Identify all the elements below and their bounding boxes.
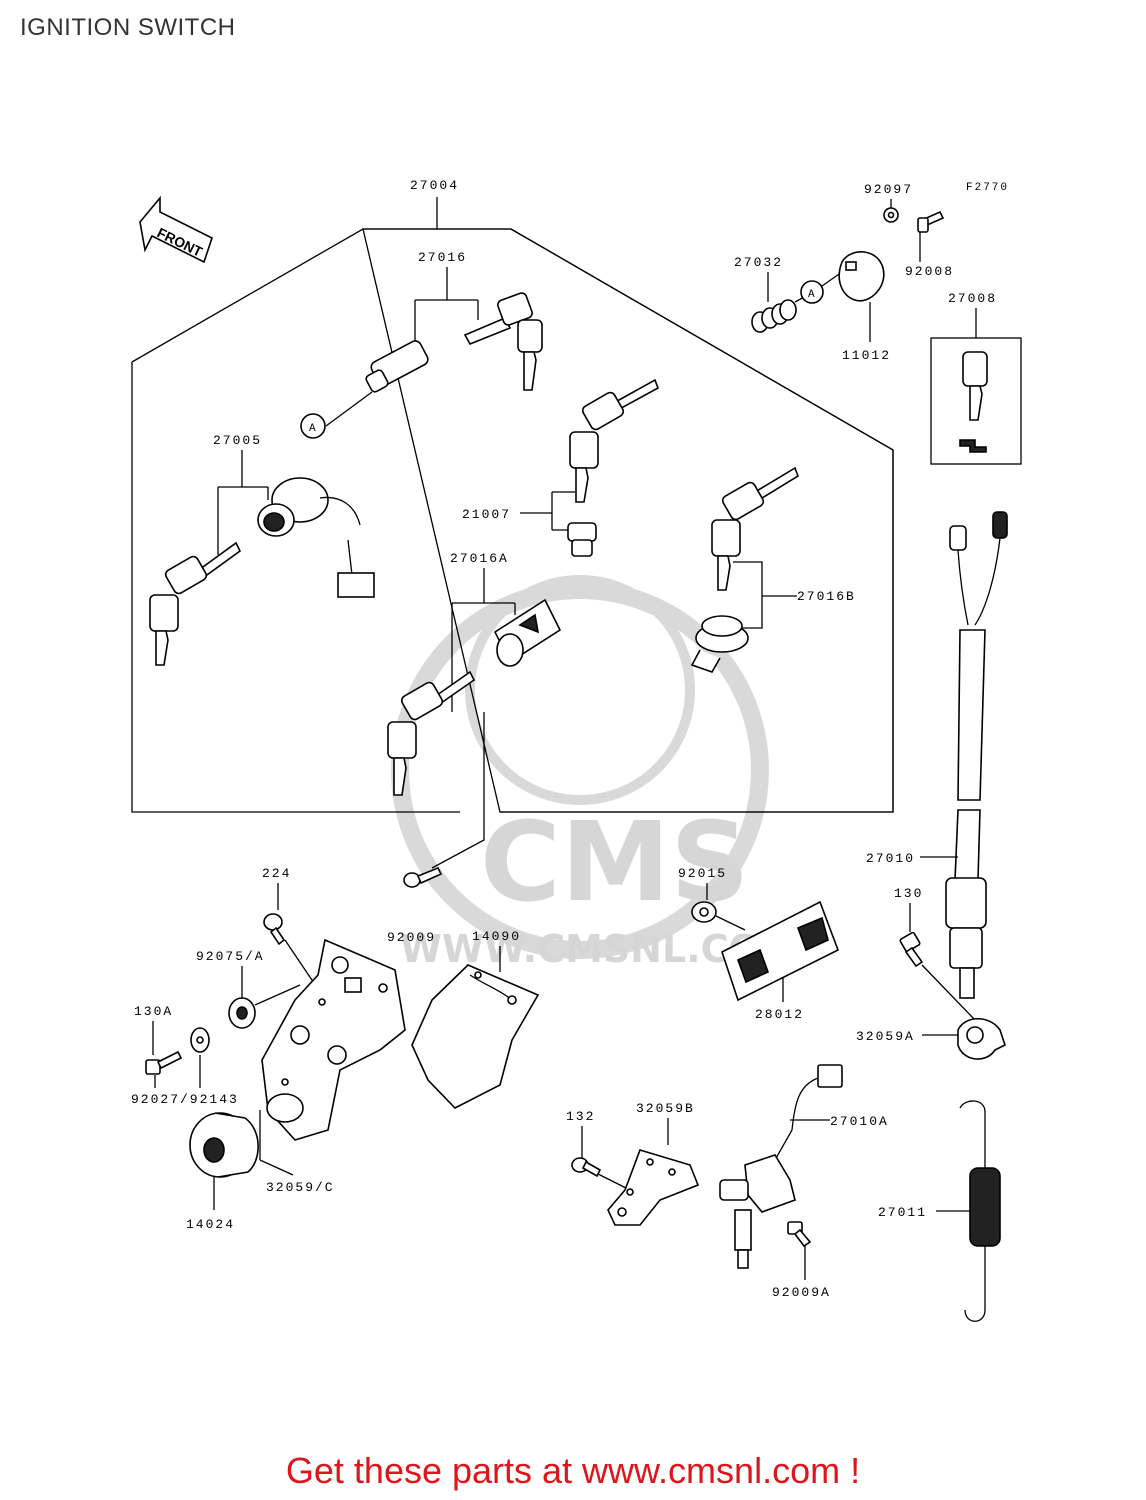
reflector-28012 xyxy=(721,900,840,1002)
bracket-32059b xyxy=(607,1149,700,1226)
bolt-92008 xyxy=(917,210,945,233)
key-pair-27016b xyxy=(711,466,799,591)
label-32059a: 32059A xyxy=(856,1029,915,1044)
label-11012: 11012 xyxy=(842,348,891,363)
clamp-32059a xyxy=(957,1017,1006,1060)
front-arrow: FRONT xyxy=(139,195,213,264)
callout-a-right: A xyxy=(808,289,817,301)
lock-cylinder-27016 xyxy=(365,340,429,393)
bolt-92027 xyxy=(145,1050,183,1075)
blank-key-27008 xyxy=(930,337,1022,465)
key-pair-27016 xyxy=(463,292,543,391)
cover-14090 xyxy=(411,964,540,1109)
bracket-32059c xyxy=(261,938,406,1141)
label-27011: 27011 xyxy=(878,1205,927,1220)
label-27010: 27010 xyxy=(866,851,915,866)
bolt-132 xyxy=(571,1157,602,1178)
page-title: IGNITION SWITCH xyxy=(20,14,236,41)
label-130a: 130A xyxy=(134,1004,173,1019)
washer-92097 xyxy=(883,207,899,223)
switch-cable-27010 xyxy=(945,511,1008,999)
lock-27016a xyxy=(493,598,562,667)
label-224: 224 xyxy=(262,866,291,881)
label-21007: 21007 xyxy=(462,507,511,522)
label-130: 130 xyxy=(894,886,923,901)
label-28012: 28012 xyxy=(755,1007,804,1022)
key-pair-21007 xyxy=(569,378,659,503)
cap-plate-11012 xyxy=(838,251,885,302)
label-27008: 27008 xyxy=(948,291,997,306)
parts-diagram: CMS WWW.CMSNL.COM F2770 FRONT 27004 2701… xyxy=(131,178,1022,1322)
cap-21007 xyxy=(567,522,597,557)
label-92009: 92009 xyxy=(387,930,436,945)
label-27005: 27005 xyxy=(213,433,262,448)
label-92075a: 92075/A xyxy=(196,949,265,964)
callout-a-left: A xyxy=(309,423,318,435)
grip-14024 xyxy=(189,1112,259,1178)
key-pair-27016a xyxy=(387,670,476,796)
label-27032: 27032 xyxy=(734,255,783,270)
label-27016a: 27016A xyxy=(450,551,509,566)
kit-boundary xyxy=(362,228,894,813)
footer-link[interactable]: Get these parts at www.cmsnl.com ! xyxy=(285,1450,861,1491)
label-27004: 27004 xyxy=(410,178,459,193)
spring-27032 xyxy=(751,299,797,333)
screw-92009 xyxy=(403,866,443,888)
label-32059c: 32059/C xyxy=(266,1180,335,1195)
label-32059b: 32059B xyxy=(636,1101,695,1116)
label-92097: 92097 xyxy=(864,182,913,197)
screw-224 xyxy=(263,913,286,946)
nut-92015 xyxy=(691,901,717,923)
label-92008: 92008 xyxy=(905,264,954,279)
label-27016b: 27016B xyxy=(797,589,856,604)
spring-rod-27011 xyxy=(959,1100,1001,1322)
kit-outline xyxy=(131,228,894,813)
bolt-130 xyxy=(899,931,924,968)
washer-92143 xyxy=(190,1027,210,1053)
label-27016: 27016 xyxy=(418,250,467,265)
ignition-switch-27005 xyxy=(257,477,375,598)
label-92027-92143: 92027/92143 xyxy=(131,1092,239,1107)
label-14090: 14090 xyxy=(472,929,521,944)
figure-code: F2770 xyxy=(966,182,1009,194)
grommet-92075a xyxy=(228,997,256,1029)
label-14024: 14024 xyxy=(186,1217,235,1232)
label-132: 132 xyxy=(566,1109,595,1124)
bolt-92009a xyxy=(787,1221,812,1248)
key-pair-27005 xyxy=(149,541,242,666)
label-92015: 92015 xyxy=(678,866,727,881)
switch-27010a xyxy=(719,1064,843,1269)
label-27010a: 27010A xyxy=(830,1114,889,1129)
label-92009a: 92009A xyxy=(772,1285,831,1300)
lock-27016b xyxy=(690,615,749,673)
